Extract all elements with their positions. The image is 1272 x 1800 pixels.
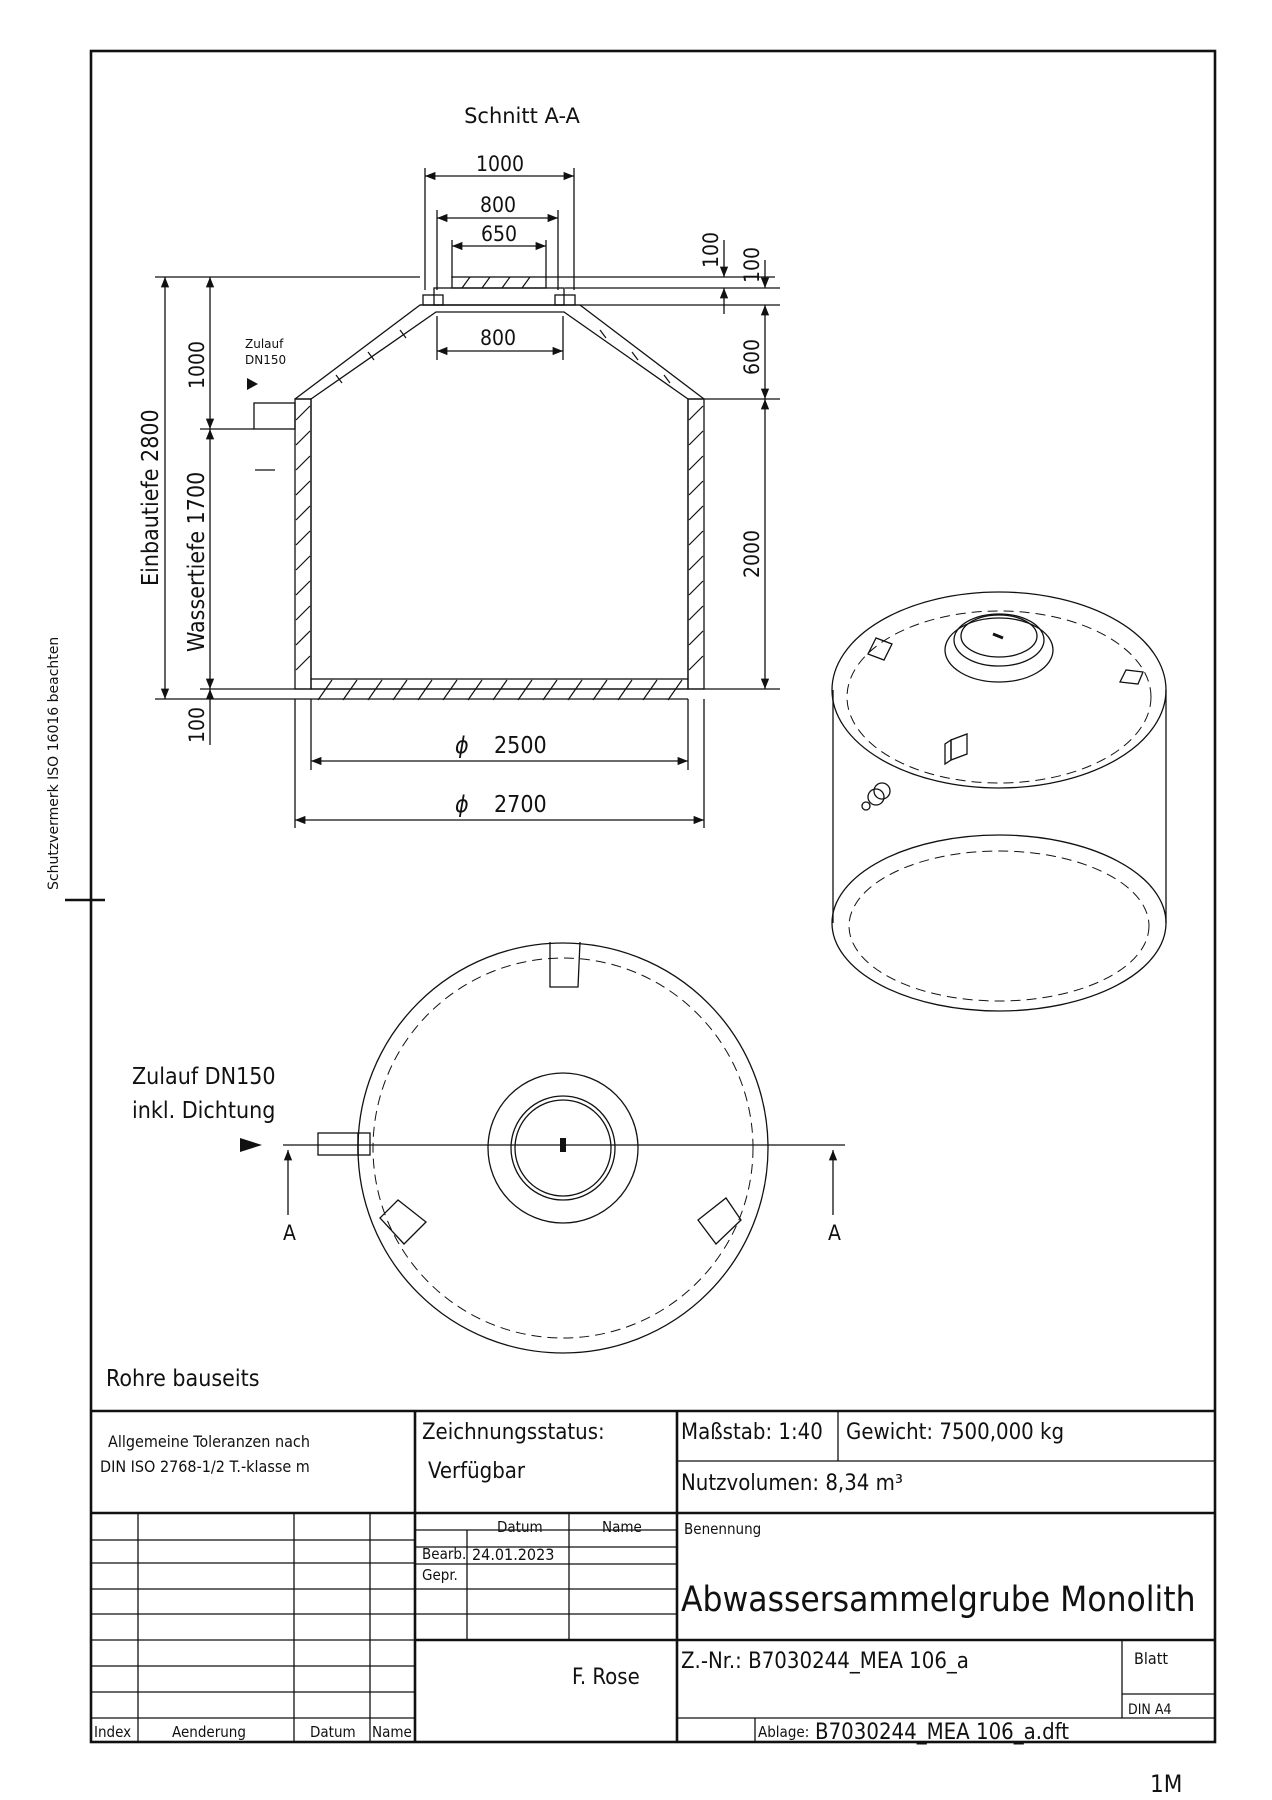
col-name: Name bbox=[602, 1518, 642, 1536]
dim-100-a: 100 bbox=[699, 232, 723, 268]
tank-base-ellipse bbox=[831, 834, 1167, 1012]
protection-note: Schutzvermerk ISO 16016 beachten bbox=[46, 637, 62, 890]
isometric-view bbox=[831, 591, 1167, 1012]
dim-d2700: 2700 bbox=[494, 792, 547, 818]
dia-symbol-2700: ϕ bbox=[455, 792, 469, 818]
author: F. Rose bbox=[572, 1665, 640, 1690]
manhole-cover bbox=[451, 276, 547, 289]
cone-roof-inner bbox=[310, 311, 689, 400]
dim-2000: 2000 bbox=[740, 530, 764, 578]
plan-view: Zulauf DN150 inkl. Dichtung A A bbox=[132, 941, 845, 1354]
bearb-date: 24.01.2023 bbox=[472, 1545, 554, 1564]
corner-mark: 1M bbox=[1150, 1770, 1182, 1798]
plan-inlet-seal: inkl. Dichtung bbox=[132, 1098, 275, 1124]
pipes-note: Rohre bauseits bbox=[106, 1366, 260, 1392]
col-datum: Datum bbox=[497, 1518, 543, 1536]
inlet-label: Zulauf bbox=[245, 337, 284, 351]
neck-ellipse bbox=[944, 617, 1054, 683]
weight: Gewicht: 7500,000 kg bbox=[846, 1420, 1064, 1445]
dim-650: 650 bbox=[481, 222, 517, 246]
drawing-number: Z.-Nr.: B7030244_MEA 106_a bbox=[681, 1649, 969, 1674]
ablage-value: B7030244_MEA 106_a.dft bbox=[815, 1720, 1069, 1745]
benennung-label: Benennung bbox=[684, 1520, 761, 1538]
inlet-pipe bbox=[253, 402, 296, 430]
gepr-label: Gepr. bbox=[422, 1566, 458, 1584]
bearb-label: Bearb. bbox=[422, 1545, 466, 1563]
status-value: Verfügbar bbox=[428, 1459, 526, 1484]
plan-neck-outer bbox=[487, 1072, 639, 1224]
drawing-frame bbox=[89, 49, 1217, 1744]
drawing-title: Abwassersammelgrube Monolith bbox=[681, 1580, 1196, 1620]
paper-format: DIN A4 bbox=[1128, 1702, 1171, 1718]
inlet-flow-arrow bbox=[247, 378, 258, 390]
section-view: Schnitt A-A Z bbox=[138, 104, 780, 828]
tolerances-line1: Allgemeine Toleranzen nach bbox=[108, 1432, 310, 1451]
einbautiefe-label: Einbautiefe 2800 bbox=[138, 409, 164, 586]
status-label: Zeichnungsstatus: bbox=[422, 1420, 605, 1445]
plan-inlet-pipe bbox=[317, 1132, 359, 1156]
tank-top-ellipse bbox=[831, 591, 1167, 789]
dim-100-b: 100 bbox=[740, 247, 764, 283]
ablage-label: Ablage: bbox=[758, 1723, 809, 1741]
section-title: Schnitt A-A bbox=[464, 104, 580, 128]
dim-100-bottom: 100 bbox=[185, 707, 209, 743]
sheet-label: Blatt bbox=[1134, 1649, 1168, 1668]
dim-d2500: 2500 bbox=[494, 733, 547, 759]
section-marker-right: A bbox=[828, 1221, 841, 1245]
tolerances-line2: DIN ISO 2768-1/2 T.-klasse m bbox=[100, 1457, 310, 1476]
rev-index: Index bbox=[94, 1723, 131, 1741]
dim-800-top: 800 bbox=[480, 193, 516, 217]
section-marker-left: A bbox=[283, 1221, 296, 1245]
dim-1000: 1000 bbox=[476, 152, 524, 176]
dim-600: 600 bbox=[740, 339, 764, 375]
plan-inlet-label: Zulauf DN150 bbox=[132, 1064, 276, 1090]
dia-symbol-2500: ϕ bbox=[455, 733, 469, 759]
rev-change: Aenderung bbox=[172, 1723, 246, 1741]
rev-date: Datum bbox=[310, 1723, 356, 1741]
rev-name: Name bbox=[372, 1723, 412, 1741]
title-block: Allgemeine Toleranzen nach DIN ISO 2768-… bbox=[91, 1409, 1215, 1745]
scale: Maßstab: 1:40 bbox=[681, 1420, 823, 1445]
dim-1000-left: 1000 bbox=[185, 341, 209, 389]
dim-800-neck: 800 bbox=[480, 326, 516, 350]
wassertiefe-label: Wassertiefe 1700 bbox=[184, 472, 210, 652]
cone-roof-outer bbox=[294, 304, 705, 400]
inlet-dn-label: DN150 bbox=[245, 353, 286, 367]
neck bbox=[433, 287, 565, 306]
volume: Nutzvolumen: 8,34 m³ bbox=[681, 1471, 903, 1496]
